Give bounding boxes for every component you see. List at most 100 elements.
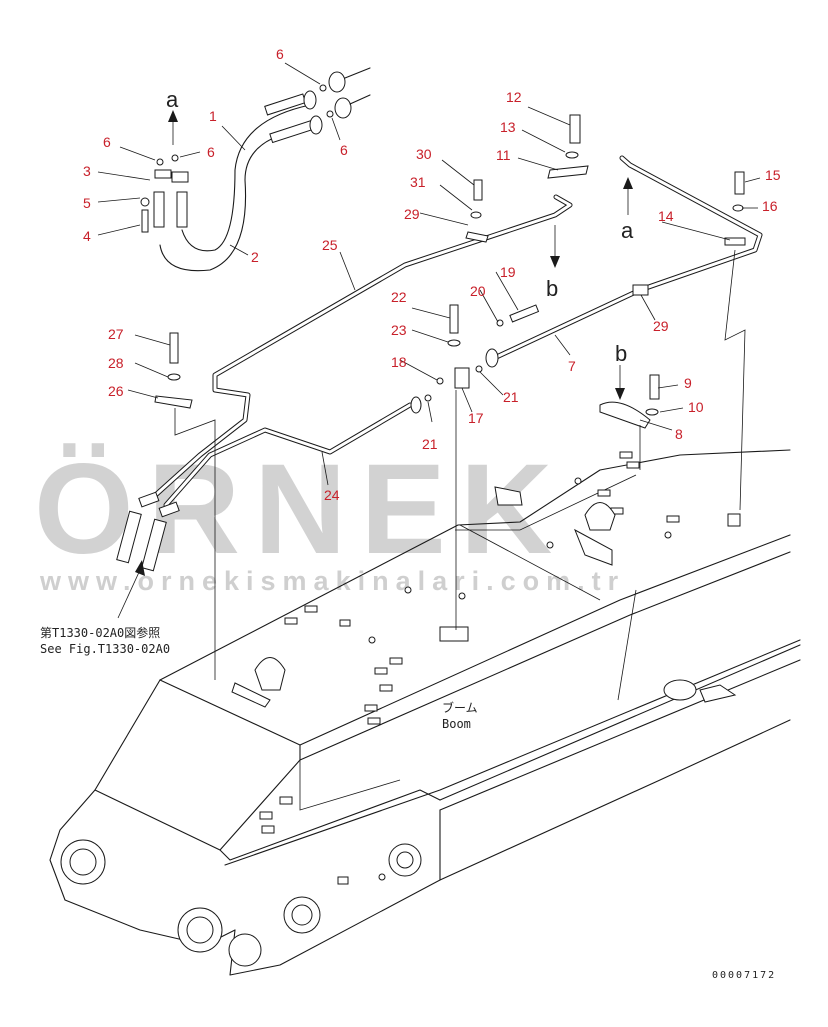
leader [97, 171, 151, 181]
label-part-6d: 6 [340, 142, 348, 158]
watermark-brand: ÖRNEK [34, 438, 566, 581]
label-part-21b: 21 [503, 389, 519, 405]
hoses-1-2 [159, 104, 311, 272]
oring-21 [424, 394, 432, 402]
reference-note-jp: 第T1330-02A0図参照 [40, 625, 160, 640]
boom-side-top [219, 789, 441, 861]
bolt-9 [649, 374, 660, 400]
boss-front-left-inner [69, 848, 97, 876]
annotations: 第T1330-02A0図参照 See Fig.T1330-02A0 ブーム Bo… [40, 625, 774, 981]
arrow-b-right-head [615, 388, 625, 400]
bolt-27 [169, 332, 179, 364]
boom-label-jp: ブーム [442, 700, 478, 715]
label-part-22: 22 [391, 289, 407, 305]
leader [229, 244, 249, 256]
bolt-30 [473, 179, 483, 201]
clamp-26 [154, 395, 193, 409]
label-part-4: 4 [83, 228, 91, 244]
pipe-25 [147, 194, 573, 503]
label-part-2: 2 [251, 249, 259, 265]
label-part-29b: 29 [653, 318, 669, 334]
label-part-16: 16 [762, 198, 778, 214]
clamp-front [231, 682, 271, 708]
boom-right-top-edge-2 [299, 551, 791, 761]
pipe-7-14-inner [488, 156, 762, 362]
leader [119, 146, 156, 161]
label-part-21a: 21 [422, 436, 438, 452]
bolt [141, 209, 149, 233]
label-part-12: 12 [506, 89, 522, 105]
clamp-mid [574, 528, 613, 566]
block [284, 617, 298, 625]
bolt-19 [509, 304, 540, 323]
flange-24 [410, 396, 422, 414]
bracket-rear [699, 684, 737, 703]
leader [134, 362, 169, 378]
boom-front-face [94, 679, 301, 851]
label-part-28: 28 [108, 355, 124, 371]
hose-fitting-left [153, 191, 165, 228]
leader [659, 407, 684, 413]
block [337, 876, 349, 885]
label-part-8: 8 [675, 426, 683, 442]
washer-13 [565, 151, 579, 159]
block [261, 825, 275, 834]
boom-top-edge [159, 449, 791, 681]
label-part-31: 31 [410, 174, 426, 190]
oring [326, 110, 334, 118]
label-part-23: 23 [391, 322, 407, 338]
oring [171, 154, 179, 162]
block [367, 717, 381, 725]
leader [411, 329, 449, 343]
clamp-plate [439, 626, 469, 642]
split-flange [154, 169, 172, 179]
block [626, 461, 640, 469]
bracket-mid [584, 502, 616, 531]
label-part-19: 19 [500, 264, 516, 280]
clamp-29b [632, 284, 649, 296]
label-part-15: 15 [765, 167, 781, 183]
hose-end-1 [116, 510, 142, 564]
arrow-a-top-head [168, 110, 178, 122]
arrow-a-right-head [623, 177, 633, 189]
hose-2 [159, 129, 301, 272]
label-part-14: 14 [658, 208, 674, 224]
bolt-hole [368, 636, 376, 644]
assembly-line-14 [724, 249, 746, 511]
leader [399, 359, 438, 381]
leader [331, 117, 341, 141]
hose-1 [181, 104, 311, 252]
flange-block [171, 171, 189, 183]
clamps [154, 114, 746, 680]
bracket-upper [494, 486, 523, 506]
block [727, 513, 741, 527]
leader [554, 334, 571, 356]
label-part-3: 3 [83, 163, 91, 179]
oring [319, 84, 327, 92]
boom-side-upper [224, 639, 801, 866]
clamp-8 [599, 401, 651, 429]
boom-side-plate [299, 760, 401, 811]
block [619, 451, 633, 459]
hose-fitting-right [176, 191, 188, 228]
plug-18 [436, 377, 444, 385]
label-part-6a: 6 [276, 46, 284, 62]
leader [744, 177, 761, 183]
leader [521, 129, 566, 153]
bolt-hole [404, 586, 412, 594]
block-17 [454, 367, 470, 389]
bolt-hole [458, 592, 466, 600]
bolt-12 [569, 114, 581, 144]
pipe-7-14 [487, 155, 763, 363]
pipe-24 [163, 402, 413, 508]
bolt-hole [574, 477, 582, 485]
leader [441, 159, 475, 186]
label-part-18: 18 [391, 354, 407, 370]
bolt-15 [734, 171, 745, 195]
clamp-14 [724, 237, 746, 246]
label-part-17: 17 [468, 410, 484, 426]
leader [639, 419, 673, 431]
arrow-b-top-head [550, 256, 560, 268]
